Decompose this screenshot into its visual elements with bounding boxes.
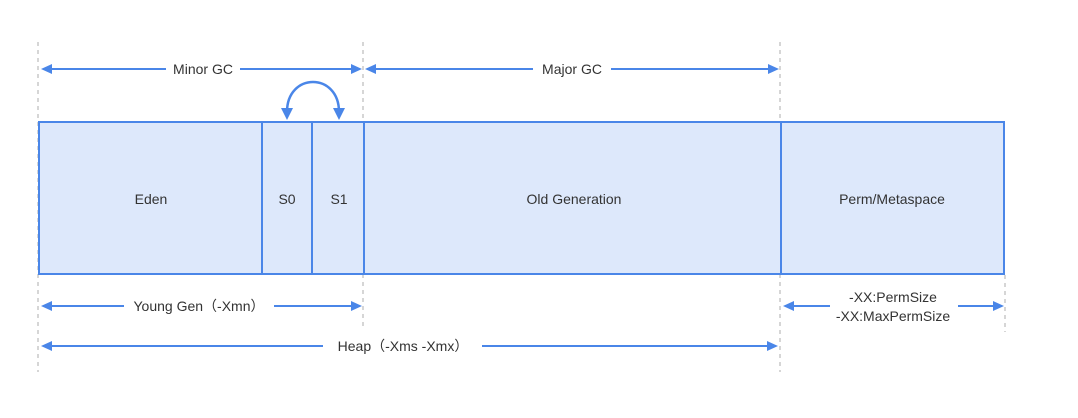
arrow-head-left-icon xyxy=(41,301,52,311)
survivor-swap-arrow xyxy=(281,80,345,120)
region-s1-label: S1 xyxy=(330,191,347,207)
arrow-head-right-icon xyxy=(993,301,1004,311)
region-eden: Eden xyxy=(38,121,263,275)
heap-span: Heap（-Xms -Xmx） xyxy=(41,338,778,354)
region-old-generation: Old Generation xyxy=(363,121,782,275)
arrow-head-left-icon xyxy=(41,64,52,74)
arrow-head-left-icon xyxy=(365,64,376,74)
region-s0-label: S0 xyxy=(278,191,295,207)
region-s1: S1 xyxy=(311,121,365,275)
young-gen-span: Young Gen（-Xmn） xyxy=(41,298,362,314)
region-old-generation-label: Old Generation xyxy=(527,191,622,207)
minor-gc-label: Minor GC xyxy=(173,61,233,77)
arrow-head-right-icon xyxy=(351,301,362,311)
heap-label: Heap（-Xms -Xmx） xyxy=(338,338,469,354)
region-eden-label: Eden xyxy=(135,191,168,207)
region-perm-metaspace: Perm/Metaspace xyxy=(780,121,1005,275)
arrow-head-right-icon xyxy=(351,64,362,74)
arrow-head-left-icon xyxy=(783,301,794,311)
arrow-head-right-icon xyxy=(767,341,778,351)
major-gc-label: Major GC xyxy=(542,61,602,77)
perm-size-label: -XX:PermSize xyxy=(849,289,937,305)
region-s0: S0 xyxy=(261,121,313,275)
young-gen-label: Young Gen（-Xmn） xyxy=(134,298,265,314)
region-perm-metaspace-label: Perm/Metaspace xyxy=(839,191,945,207)
major-gc-span: Major GC xyxy=(365,61,779,77)
arrow-head-right-icon xyxy=(768,64,779,74)
perm-size-span: -XX:PermSize -XX:MaxPermSize xyxy=(783,289,1004,324)
max-perm-size-label: -XX:MaxPermSize xyxy=(836,308,951,324)
minor-gc-span: Minor GC xyxy=(41,61,362,77)
arrow-head-left-icon xyxy=(41,341,52,351)
